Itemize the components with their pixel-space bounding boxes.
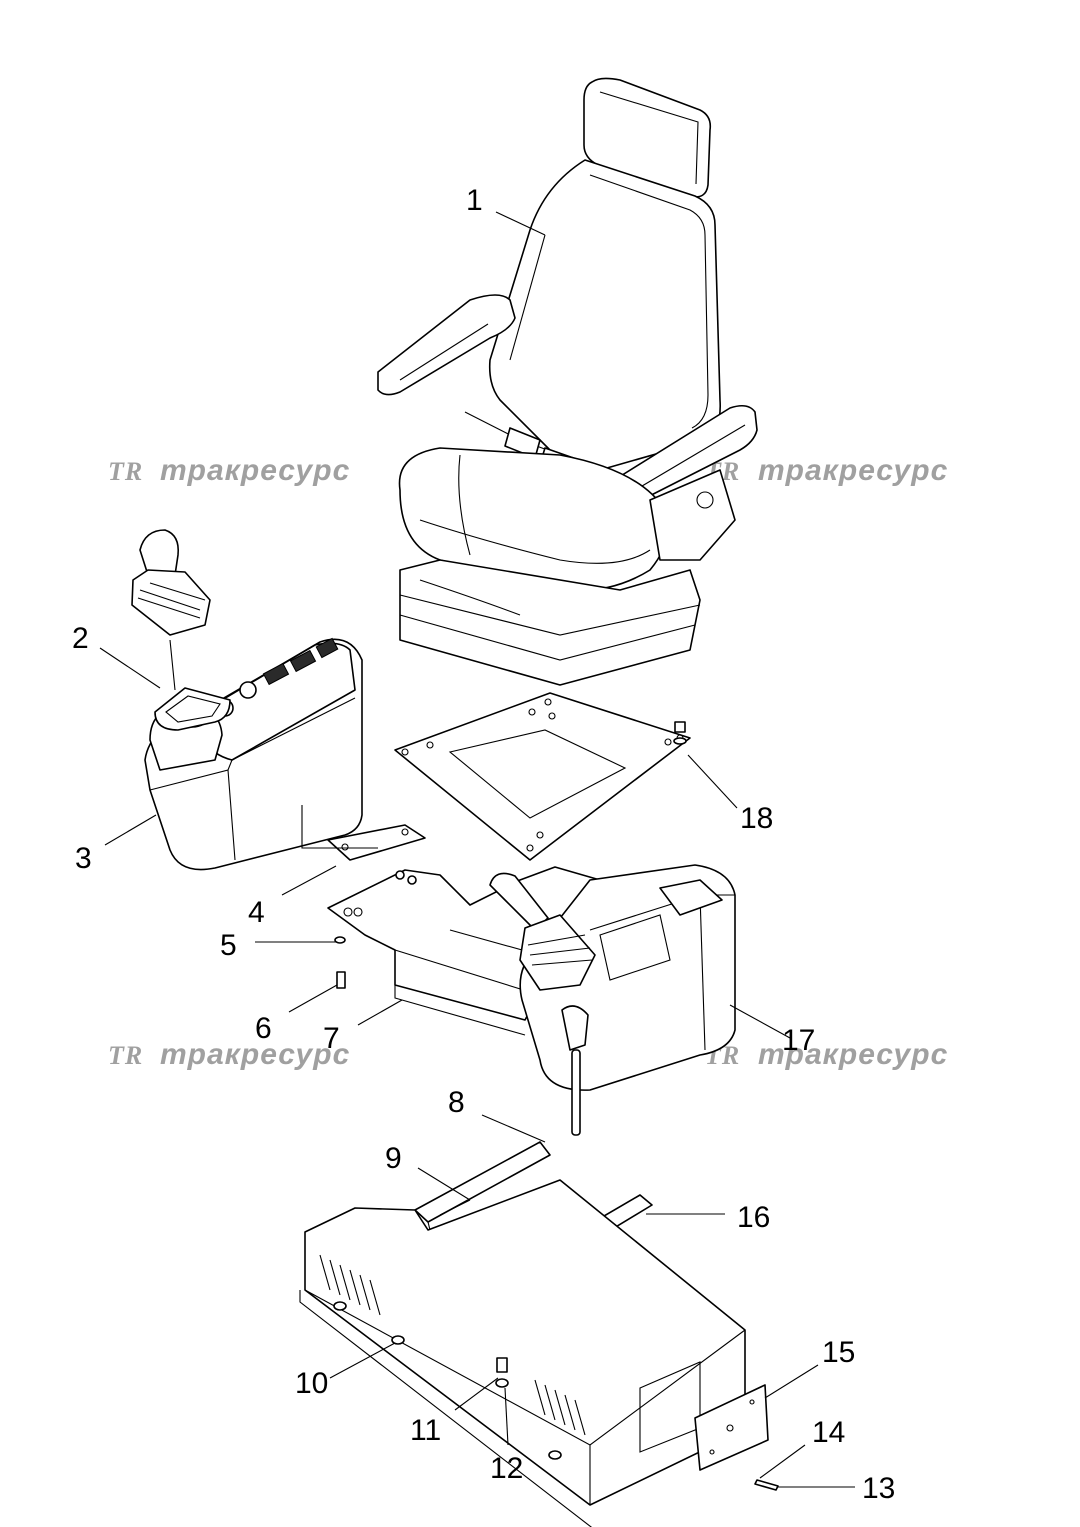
callout-12: 12 (490, 1452, 523, 1485)
vent-left (319, 1254, 381, 1316)
callout-1: 1 (466, 184, 483, 217)
callouts: 1 2 3 4 5 6 7 8 9 10 11 12 13 14 15 16 1… (72, 184, 895, 1505)
callout-11: 11 (410, 1414, 441, 1447)
callout-15: 15 (822, 1336, 855, 1369)
mounting-plate (394, 692, 691, 861)
watermark-bottom-left: TR тракресурс (108, 1038, 350, 1071)
callout-8: 8 (448, 1086, 465, 1119)
watermark-bottom-right: TR тракресурс (705, 1038, 948, 1071)
watermark-text: тракресурс (758, 454, 948, 487)
callout-10: 10 (295, 1367, 328, 1400)
callout-3: 3 (75, 842, 92, 875)
boot-frame (154, 687, 231, 731)
callout-4: 4 (248, 896, 265, 929)
callout-18: 18 (740, 802, 773, 835)
watermark-logo: TR (108, 1041, 143, 1070)
callout-7: 7 (323, 1022, 340, 1055)
callout-6: 6 (255, 1012, 272, 1045)
watermark-top-left: TR тракресурс (108, 454, 350, 487)
joystick (131, 529, 211, 691)
vent-right (534, 1379, 586, 1436)
callout-2: 2 (72, 622, 89, 655)
right-console (489, 864, 736, 1136)
cover-plate (694, 1384, 779, 1491)
left-console (144, 637, 363, 871)
callout-16: 16 (737, 1201, 770, 1234)
bracket (301, 805, 426, 861)
watermark-logo: TR (108, 457, 143, 486)
seat-box (299, 1179, 746, 1527)
callout-13: 13 (862, 1472, 895, 1505)
watermark-text: тракресурс (160, 454, 350, 487)
callout-14: 14 (812, 1416, 845, 1449)
callout-9: 9 (385, 1142, 402, 1175)
watermark-text: тракресурс (758, 1038, 948, 1071)
watermark-top-right: TR тракресурс (705, 454, 948, 487)
operator-seat (377, 77, 758, 686)
callout-5: 5 (220, 929, 237, 962)
leader-lines (99, 211, 855, 1488)
watermark-text: тракресурс (160, 1038, 350, 1071)
callout-17: 17 (782, 1024, 815, 1057)
